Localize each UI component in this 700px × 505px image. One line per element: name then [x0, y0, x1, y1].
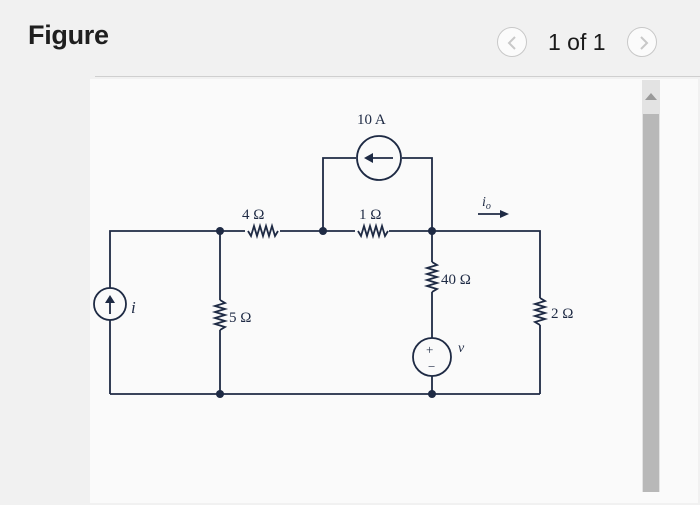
resistor-4ohm [247, 222, 279, 240]
wire-10A-right [402, 157, 433, 231]
next-figure-button[interactable] [627, 27, 657, 57]
label-40ohm: 40 Ω [441, 272, 471, 288]
label-io: io [482, 195, 491, 212]
resistor-1ohm [357, 222, 389, 240]
header-divider [95, 76, 700, 77]
node [216, 390, 224, 398]
arrow-10A-head [364, 153, 373, 163]
chevron-right-icon [640, 36, 649, 50]
arrow-io-head [500, 210, 509, 218]
label-io-main: i [482, 195, 486, 210]
label-v: v [458, 341, 465, 356]
figure-title: Figure [28, 20, 109, 50]
label-1ohm: 1 Ω [359, 207, 381, 223]
resistor-2ohm [531, 297, 549, 326]
label-2ohm: 2 Ω [551, 306, 573, 322]
v-minus-sign: − [428, 359, 435, 374]
label-5ohm: 5 Ω [229, 310, 251, 326]
label-10A: 10 A [357, 112, 386, 128]
voltage-source-v [412, 337, 452, 377]
figure-header: Figure 1 of 1 [0, 0, 700, 72]
label-4ohm: 4 Ω [242, 207, 264, 223]
wire-10A-left [322, 157, 356, 231]
chevron-left-icon [507, 36, 516, 50]
arrow-i-head [105, 295, 115, 303]
previous-figure-button[interactable] [497, 27, 527, 57]
node [428, 390, 436, 398]
node [216, 227, 224, 235]
scrollbar-thumb[interactable] [643, 114, 659, 492]
node [319, 227, 327, 235]
wire-left-top [109, 230, 245, 288]
resistor-40ohm [423, 261, 441, 293]
label-i: i [131, 298, 136, 317]
resistor-5ohm [211, 299, 229, 331]
wire-right-top [389, 230, 541, 298]
node [428, 227, 436, 235]
current-source-i [93, 287, 127, 321]
label-io-sub: o [486, 201, 491, 212]
v-plus-sign: + [426, 342, 433, 357]
page-indicator: 1 of 1 [548, 29, 606, 55]
figure-viewer [90, 79, 698, 503]
triangle-up-icon[interactable] [642, 88, 660, 106]
current-source-10A [356, 135, 402, 181]
